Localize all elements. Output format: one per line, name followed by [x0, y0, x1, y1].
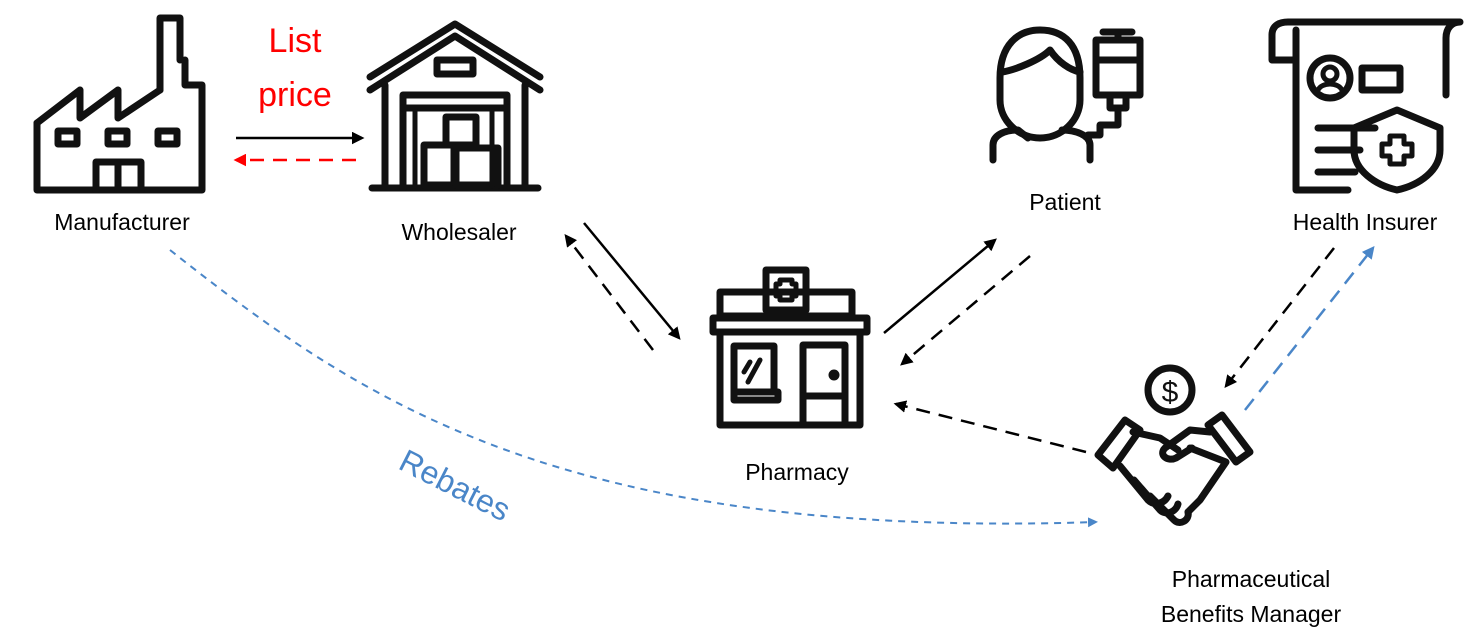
insurance-document-icon: [1268, 18, 1464, 194]
arrow-pharmacy-to-wholesaler: [564, 234, 654, 351]
wholesaler-label: Wholesaler: [401, 219, 516, 245]
patient-iv-icon: [989, 26, 1144, 164]
warehouse-icon: [366, 20, 544, 192]
pharmacy-label: Pharmacy: [745, 459, 849, 485]
arrow-insurer-to-pbm: [1224, 247, 1335, 388]
pharmacy-store-icon: [709, 266, 871, 429]
manufacturer-label: Manufacturer: [54, 209, 190, 235]
rebates-label: Rebates: [394, 442, 517, 528]
handshake-dollar-icon: $: [1094, 364, 1254, 526]
list-price-label-line2: price: [258, 76, 332, 114]
insurer-label: Health Insurer: [1293, 209, 1438, 235]
arrow-pbm-to-pharmacy: [893, 400, 1087, 454]
pbm-label-line1: Pharmaceutical: [1172, 566, 1331, 592]
pbm-label-line2: Benefits Manager: [1161, 601, 1342, 627]
svg-text:$: $: [1162, 376, 1179, 409]
arrow-patient-to-pharmacy: [900, 255, 1031, 366]
arrow-pharmacy-to-patient: [883, 238, 997, 334]
arrow-wholesaler-to-pharmacy: [583, 222, 681, 340]
factory-icon: [33, 14, 206, 194]
arrow-pbm-to-insurer: [1244, 246, 1375, 411]
list-price-label-line1: List: [269, 22, 322, 60]
patient-label: Patient: [1029, 189, 1101, 215]
arrow-rebates: [169, 249, 1098, 528]
